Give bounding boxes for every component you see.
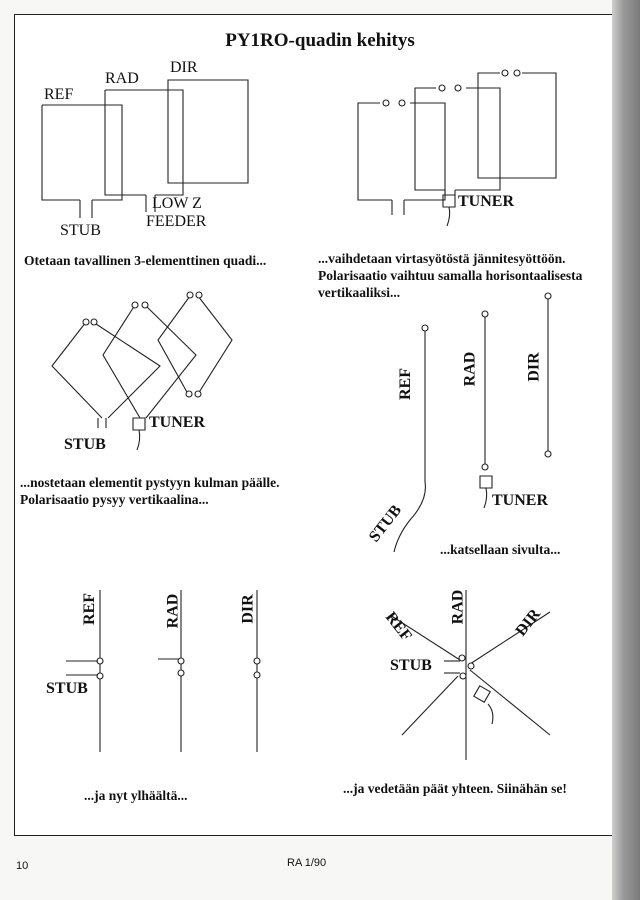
- ref-loop-2: [358, 103, 445, 200]
- panel1-ref-label: REF: [44, 86, 74, 103]
- panel3-tuner-label: TUNER: [149, 414, 206, 431]
- ref-loop: [42, 105, 122, 200]
- panel1-loops: [42, 80, 248, 218]
- dir-loop: [168, 80, 248, 183]
- panel5-dir-label: DIR: [239, 594, 257, 624]
- panel5-ref-label: REF: [81, 593, 98, 625]
- panel4-dir-label: DIR: [525, 352, 543, 382]
- page-title: PY1RO-quadin kehitys: [225, 30, 415, 51]
- page-frame: [14, 14, 614, 836]
- panel1-caption: Otetaan tavallinen 3-elementtinen quadi.…: [24, 253, 267, 268]
- panel3-diamonds: [52, 292, 232, 450]
- panel4-ref-label: REF: [397, 368, 414, 400]
- issue-label: RA 1/90: [287, 857, 327, 869]
- panel2-loops: [358, 70, 556, 226]
- panel2-tuner-label: TUNER: [458, 193, 515, 210]
- panel3-stub-label: STUB: [64, 436, 106, 453]
- ref-upper: [390, 615, 460, 660]
- tuner-box-3: [133, 418, 145, 430]
- stub-curve: [394, 482, 425, 552]
- panel1-feeder-label: FEEDER: [146, 213, 207, 230]
- panel5-top: [66, 590, 260, 752]
- panel6-rad-label: RAD: [449, 589, 467, 625]
- panel2-caption-line3: vertikaaliksi...: [318, 285, 401, 300]
- panel3-caption-line1: ...nostetaan elementit pystyyn kulman pä…: [20, 475, 280, 490]
- panel6-joined: [390, 590, 550, 760]
- page-number: 10: [16, 860, 29, 872]
- panel6-caption: ...ja vedetään päät yhteen. Siinähän se!: [343, 781, 567, 796]
- ref-diamond: [52, 322, 160, 418]
- panel1-lowz-label: LOW Z: [152, 195, 202, 212]
- panel1-dir-label: DIR: [170, 59, 198, 76]
- panel4-caption: ...katsellaan sivulta...: [440, 542, 561, 557]
- dir-lower: [470, 670, 550, 735]
- ref-lower: [402, 676, 458, 735]
- dir-loop-2: [478, 73, 556, 178]
- tuner-box-6: [474, 686, 490, 702]
- dir-upper: [470, 612, 550, 664]
- panel4-tuner-label: TUNER: [492, 492, 549, 509]
- dir-diamond: [158, 296, 232, 394]
- panel4-side: [394, 293, 551, 552]
- panel1-rad-label: RAD: [105, 70, 139, 87]
- panel2-caption-line2: Polarisaatio vaihtuu samalla horisontaal…: [318, 268, 583, 283]
- tuner-box-4: [480, 476, 492, 488]
- panel4-rad-label: RAD: [461, 351, 479, 387]
- panel5-rad-label: RAD: [164, 593, 182, 629]
- panel2-caption-line1: ...vaihdetaan virtasyötöstä jännitesyött…: [318, 251, 566, 266]
- rad-loop-2: [415, 88, 500, 190]
- panel5-stub-label: STUB: [46, 680, 88, 697]
- panel1-stub-label: STUB: [60, 222, 101, 239]
- rad-loop: [105, 90, 183, 195]
- panel6-stub-label: STUB: [390, 657, 432, 674]
- panel3-caption-line2: Polarisaatio pysyy vertikaalina...: [20, 492, 209, 507]
- page-edge-shadow: [612, 0, 640, 900]
- rad-diamond: [103, 305, 196, 418]
- panel5-caption: ...ja nyt ylhäältä...: [84, 788, 188, 803]
